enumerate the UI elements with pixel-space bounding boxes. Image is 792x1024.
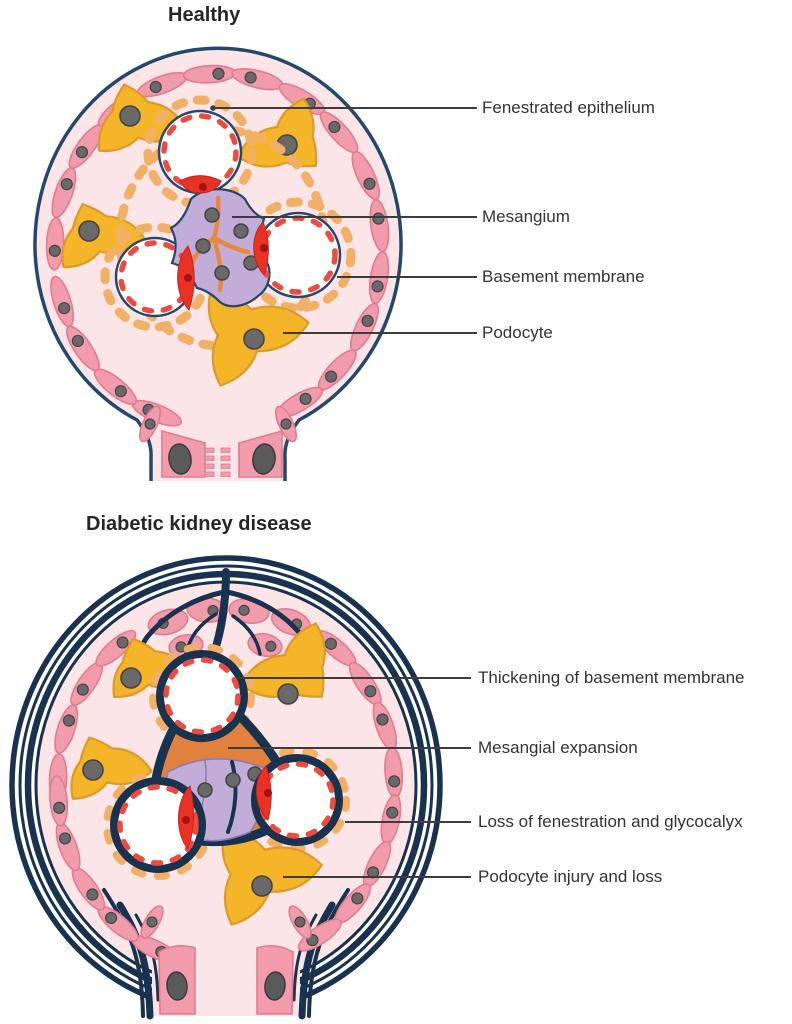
parietal-cell — [349, 302, 380, 352]
parietal-cell — [372, 701, 398, 751]
leader-dot — [210, 105, 216, 111]
cell-nucleus — [195, 238, 211, 254]
parietal-cell — [348, 661, 382, 706]
parietal-cell — [138, 405, 162, 443]
red-blood-cell — [255, 765, 272, 821]
leader-lines — [210, 105, 477, 878]
label-basement-membrane: Basement membrane — [482, 267, 645, 286]
parietal-cell — [334, 883, 372, 925]
parietal-cell — [317, 349, 357, 391]
parietal-cell — [369, 198, 390, 253]
parietal-cell — [50, 275, 75, 328]
label-fenestrated-epithelium: Fenestrated epithelium — [482, 98, 655, 117]
capillary-lumen — [251, 754, 343, 846]
parietal-cell — [274, 405, 298, 443]
podocyte — [70, 736, 153, 800]
parietal-cell — [49, 775, 69, 827]
parietal-cell — [97, 905, 139, 942]
mesangial-matrix — [211, 235, 251, 255]
bowmans-capsule-outline — [33, 46, 403, 481]
thickened-vessel-bundle — [298, 901, 336, 1020]
macula-densa-cell — [161, 429, 215, 478]
parietal-cell — [95, 629, 137, 667]
parietal-cell — [288, 905, 312, 939]
label-podocyte: Podocyte — [482, 323, 553, 342]
cell-nucleus — [204, 207, 220, 223]
label-loss-of-fenestration: Loss of fenestration and glycocalyx — [478, 812, 743, 831]
panel-title-healthy: Healthy — [168, 4, 241, 26]
parietal-cell — [140, 905, 164, 939]
afferent-vessel — [231, 614, 262, 656]
red-blood-cell — [177, 785, 195, 851]
tubule-cell — [256, 944, 294, 1015]
cell-nucleus — [233, 223, 249, 239]
cell-nucleus — [225, 772, 241, 788]
red-blood-cell — [253, 221, 269, 276]
label-podocyte-injury: Podocyte injury and loss — [478, 867, 663, 886]
label-mesangial-expansion: Mesangial expansion — [478, 738, 638, 757]
thickened-vessel-bundle — [102, 888, 145, 1018]
parietal-cell — [275, 386, 324, 419]
fenestrated-endothelium-ring — [163, 657, 241, 735]
macula-densa-cell — [220, 429, 283, 478]
panel-title-diabetic: Diabetic kidney disease — [86, 513, 312, 535]
red-blood-cell — [179, 175, 222, 194]
label-thickening-basement-membrane: Thickening of basement membrane — [478, 668, 745, 687]
mesangial-matrix — [211, 195, 221, 241]
label-mesangium: Mesangium — [482, 207, 570, 226]
capillary-lumen — [156, 650, 248, 742]
tubule-cell — [158, 944, 196, 1015]
fenestrated-endothelium-ring — [117, 784, 199, 866]
diabetic-glomerulus-diagram — [9, 555, 443, 1020]
cell-nucleus — [197, 782, 213, 798]
foot-process-ring — [143, 95, 257, 209]
healthy-glomerulus-diagram — [33, 46, 403, 481]
cell-nucleus — [214, 265, 230, 281]
thickened-vessel-bundle — [292, 913, 318, 1002]
red-blood-cell — [177, 245, 195, 311]
